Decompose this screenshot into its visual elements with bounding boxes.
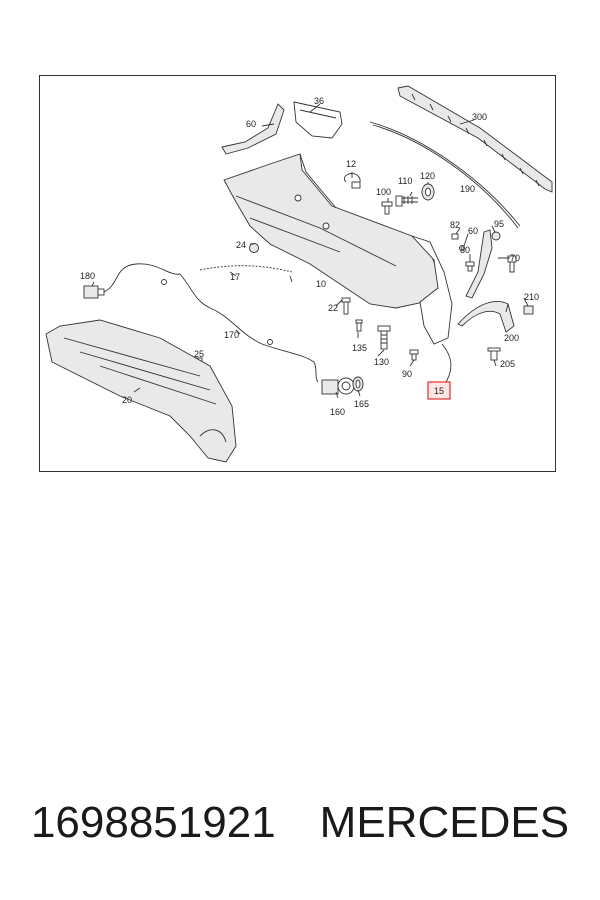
label-205: 205 [500, 359, 515, 369]
label-60b: 60 [468, 226, 478, 236]
label-160: 160 [330, 407, 345, 417]
part-300-trim-strip [397, 85, 553, 193]
label-17: 17 [230, 272, 240, 282]
label-36: 36 [314, 96, 324, 106]
part-120-grommet [421, 183, 435, 201]
part-number: 1698851921 [30, 798, 276, 847]
part-60-bracket [221, 103, 285, 155]
label-82: 82 [450, 220, 460, 230]
part-190-rod [369, 121, 521, 227]
part-36-reflector [293, 101, 343, 139]
part-110-bolt [395, 195, 418, 207]
part-170-wiring-harness [103, 263, 319, 383]
label-25: 25 [194, 349, 204, 359]
label-20: 20 [122, 395, 132, 405]
label-10: 10 [316, 279, 326, 289]
part-80-screw [465, 261, 475, 272]
label-80: 80 [460, 245, 470, 255]
label-170: 170 [224, 330, 239, 340]
label-200: 200 [504, 333, 519, 343]
parts-diagram: 36 60 300 12 100 110 120 190 82 95 60 80… [39, 75, 556, 472]
part-135-screw [355, 319, 363, 332]
part-160-sensor [321, 377, 355, 395]
part-200-side-bracket [457, 301, 515, 333]
label-110: 110 [398, 176, 412, 186]
label-135: 135 [352, 343, 367, 353]
part-180-connector [83, 285, 105, 299]
label-22: 22 [328, 303, 338, 313]
label-90: 90 [402, 369, 412, 379]
label-24: 24 [236, 240, 246, 250]
label-300: 300 [472, 112, 487, 122]
part-210-clip [523, 305, 534, 315]
part-165-ring [352, 376, 364, 392]
part-22-screw [341, 297, 351, 315]
part-15-highlight-box [427, 381, 451, 400]
label-70: 70 [510, 253, 520, 263]
part-60-rivet [459, 245, 465, 251]
bumper-exploded-view: 36 60 300 12 100 110 120 190 82 95 60 80… [45, 85, 553, 463]
label-95: 95 [494, 219, 504, 229]
part-90-screw [409, 349, 419, 361]
label-210: 210 [524, 292, 539, 302]
label-15: 15 [434, 386, 444, 396]
label-180: 180 [80, 271, 95, 281]
part-205-pin [487, 347, 501, 361]
label-130: 130 [374, 357, 389, 367]
part-17-trim-strip [199, 265, 293, 273]
label-60: 60 [246, 119, 256, 129]
part-130-bolt [377, 325, 391, 350]
label-165: 165 [354, 399, 369, 409]
part-100-screw [381, 201, 393, 215]
product-caption: 1698851921 MERCEDES [0, 798, 600, 848]
label-12: 12 [346, 159, 356, 169]
part-95-clip [491, 231, 501, 241]
label-190: 190 [460, 184, 475, 194]
part-70-bracket [465, 229, 517, 299]
part-82-nut [451, 233, 459, 240]
label-120: 120 [420, 171, 435, 181]
brand-name: MERCEDES [319, 798, 570, 847]
part-24-clip [249, 243, 259, 253]
label-100: 100 [376, 187, 391, 197]
